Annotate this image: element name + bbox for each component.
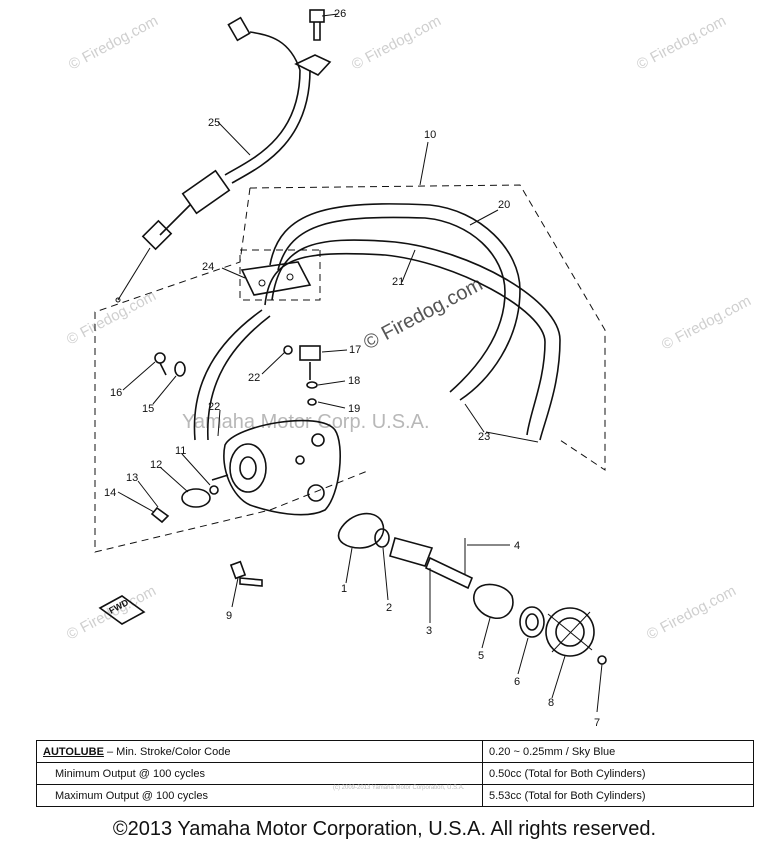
watermark-text: © Firedog.com	[349, 12, 444, 73]
spec-label: AUTOLUBE – Min. Stroke/Color Code	[36, 740, 483, 763]
oil-pump-cable	[115, 16, 332, 303]
callout-20: 20	[498, 199, 510, 211]
watermark-text: © Firedog.com	[66, 12, 161, 73]
table-row: Maximum Output @ 100 cycles 5.53cc (Tota…	[36, 784, 754, 807]
callout-17: 17	[349, 344, 361, 356]
callout-25: 25	[208, 117, 220, 129]
callout-11: 11	[175, 445, 186, 457]
callout-labels: 26 25 10 20 21 24 17 18 19 22 22 23 16 1…	[104, 8, 600, 729]
callout-21: 21	[392, 276, 404, 288]
watermark-small: (c) 2009-2013 Yamaha Motor Corporation, …	[333, 785, 465, 791]
callout-26: 26	[334, 8, 346, 20]
watermark-group: © Firedog.com © Firedog.com © Firedog.co…	[64, 12, 754, 643]
callout-4: 4	[514, 540, 520, 552]
watermark-company: Yamaha Motor Corp. U.S.A.	[182, 411, 430, 433]
table-row: Minimum Output @ 100 cycles 0.50cc (Tota…	[36, 762, 754, 785]
callout-7: 7	[594, 717, 600, 729]
watermark-text-center: © Firedog.com	[360, 273, 486, 354]
spec-label: Maximum Output @ 100 cycles	[36, 784, 483, 807]
spec-value-text: 5.53cc (Total for Both Cylinders)	[489, 789, 646, 802]
callout-8: 8	[548, 697, 554, 709]
delivery-pipes	[193, 203, 561, 441]
callout-18: 18	[348, 375, 360, 387]
assembly-outlines	[94, 184, 606, 553]
watermark-text: © Firedog.com	[659, 292, 754, 353]
spec-value: 0.20 ~ 0.25mm / Sky Blue	[482, 740, 754, 763]
callout-15: 15	[142, 403, 154, 415]
callout-13: 13	[126, 472, 138, 484]
spec-value: 5.53cc (Total for Both Cylinders) (c) 200…	[333, 784, 754, 807]
parts-diagram: © Firedog.com © Firedog.com © Firedog.co…	[64, 8, 754, 729]
callout-5: 5	[478, 650, 484, 662]
watermark-text: © Firedog.com	[644, 582, 739, 643]
pump-drive-assembly	[337, 512, 607, 665]
callout-1: 1	[341, 583, 347, 595]
small-parts-left	[150, 352, 263, 587]
callout-16: 16	[110, 387, 122, 399]
screw-26	[309, 9, 325, 41]
callout-10: 10	[424, 129, 436, 141]
spec-label-main: AUTOLUBE	[43, 745, 104, 758]
callout-12: 12	[150, 459, 162, 471]
bracket-24	[240, 261, 312, 296]
callout-6: 6	[514, 676, 520, 688]
callout-22b: 22	[208, 401, 220, 413]
table-row: AUTOLUBE – Min. Stroke/Color Code 0.20 ~…	[36, 740, 754, 763]
oil-pump-body	[211, 419, 341, 516]
spec-label-sub: – Min. Stroke/Color Code	[106, 745, 231, 758]
spec-label: Minimum Output @ 100 cycles	[36, 762, 483, 785]
callout-2: 2	[386, 602, 392, 614]
spec-table: AUTOLUBE – Min. Stroke/Color Code 0.20 ~…	[36, 740, 754, 807]
banjo-fittings	[283, 345, 321, 406]
watermark-text: © Firedog.com	[64, 287, 159, 348]
leader-lines	[117, 13, 603, 713]
callout-19: 19	[348, 403, 360, 415]
watermark-text: © Firedog.com	[634, 12, 729, 73]
callout-9: 9	[226, 610, 232, 622]
callout-22a: 22	[248, 372, 260, 384]
spec-value: 0.50cc (Total for Both Cylinders)	[482, 762, 754, 785]
copyright-notice: ©2013 Yamaha Motor Corporation, U.S.A. A…	[112, 818, 657, 840]
callout-14: 14	[104, 487, 116, 499]
callout-23: 23	[478, 431, 490, 443]
callout-3: 3	[426, 625, 432, 637]
callout-24: 24	[202, 261, 214, 273]
